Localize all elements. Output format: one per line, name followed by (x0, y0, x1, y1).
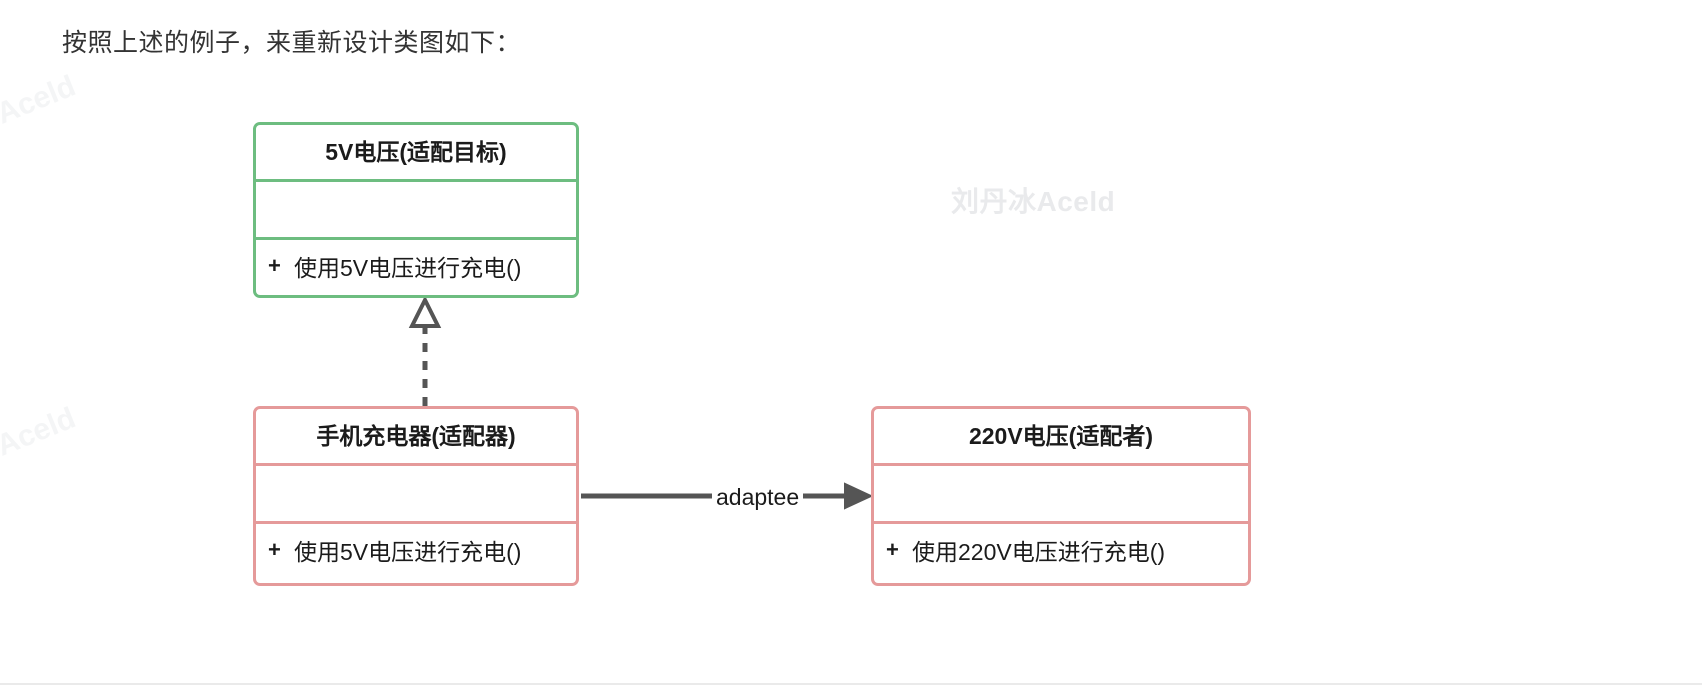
uml-class-target-methods: + 使用5V电压进行充电() (256, 240, 576, 292)
uml-class-adapter-name: 手机充电器(适配器) (316, 423, 516, 449)
uml-separator (256, 521, 576, 524)
filled-arrowhead (844, 482, 874, 510)
uml-class-target[interactable]: 5V电压(适配目标) + 使用5V电压进行充电() (253, 122, 579, 298)
uml-separator (874, 463, 1248, 466)
watermark-center: 刘丹冰Aceld (951, 186, 1116, 217)
uml-separator (874, 521, 1248, 524)
uml-class-adaptee-attributes (874, 466, 1248, 521)
relation-realization (408, 295, 442, 406)
uml-separator (256, 179, 576, 182)
uml-class-target-name: 5V电压(适配目标) (325, 139, 507, 165)
uml-class-adapter-methods: + 使用5V电压进行充电() (256, 524, 576, 576)
uml-method-signature: 使用220V电压进行充电() (912, 539, 1166, 565)
uml-method-signature: 使用5V电压进行充电() (294, 255, 522, 281)
uml-method-row: + 使用5V电压进行充电() (268, 533, 521, 567)
uml-class-adaptee-name: 220V电压(适配者) (968, 423, 1154, 449)
uml-visibility-marker: + (886, 537, 899, 562)
hollow-triangle-arrowhead (408, 295, 442, 328)
uml-class-adaptee-methods: + 使用220V电压进行充电() (874, 524, 1248, 576)
page-bottom-divider (0, 683, 1702, 685)
uml-class-adapter-attributes (256, 466, 576, 521)
uml-method-row: + 使用220V电压进行充电() (886, 533, 1165, 567)
uml-visibility-marker: + (268, 253, 281, 278)
relation-label-adaptee: adaptee (712, 484, 804, 511)
uml-method-signature: 使用5V电压进行充电() (294, 539, 522, 565)
uml-separator (256, 237, 576, 240)
uml-class-target-attributes (256, 182, 576, 237)
uml-method-row: + 使用5V电压进行充电() (268, 249, 521, 283)
uml-class-adapter[interactable]: 手机充电器(适配器) + 使用5V电压进行充电() (253, 406, 579, 586)
uml-class-adaptee[interactable]: 220V电压(适配者) + 使用220V电压进行充电() (871, 406, 1251, 586)
uml-separator (256, 463, 576, 466)
page-title: 按照上述的例子，来重新设计类图如下： (62, 29, 522, 57)
uml-visibility-marker: + (268, 537, 281, 562)
